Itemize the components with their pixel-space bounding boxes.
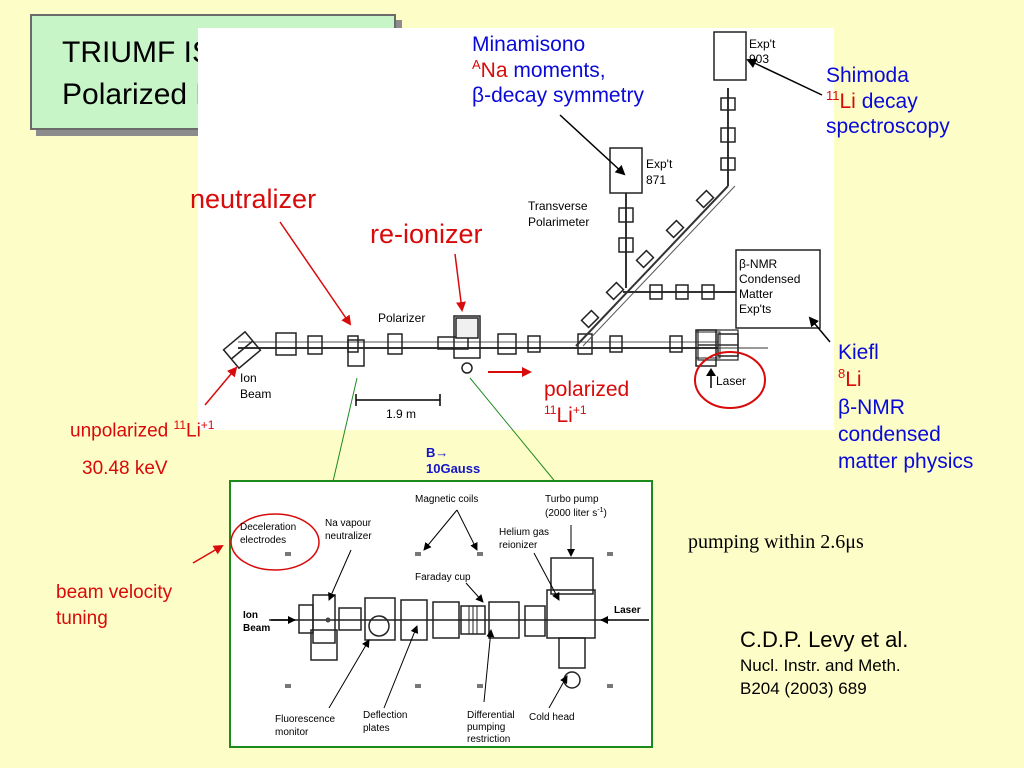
tuning-label: beam velocity tuning (56, 580, 172, 631)
scale-label: 1.9 m (386, 407, 416, 421)
field-line-2: 10Gauss (426, 461, 481, 477)
energy-label: 30.48 keV (82, 458, 168, 479)
na-vapour-label-1: Na vapour (325, 518, 372, 529)
shimoda-name: Shimoda (826, 64, 909, 87)
pumping-note: pumping within 2.6μs (688, 531, 864, 553)
tuning-line-2: tuning (56, 607, 108, 629)
unpolarized-elem: Li (186, 420, 201, 442)
minamisono-block: Minamisono ANa moments, β-decay symmetry (472, 32, 644, 109)
kiefl-line5: matter physics (838, 450, 974, 474)
bnmr-label-2: Condensed (739, 272, 800, 286)
kiefl-name: Kiefl (838, 341, 879, 364)
magnetic-coils-label: Magnetic coils (415, 494, 478, 505)
exp871-label-1: Exp't (646, 157, 673, 171)
polarizer-label: Polarizer (378, 311, 425, 325)
reionizer-label: re-ionizer (370, 219, 483, 249)
neutralizer-label: neutralizer (190, 184, 317, 214)
unpolarized-word: unpolarized (70, 420, 174, 442)
fluor-label-2: monitor (275, 727, 309, 738)
decel-label-2: electrodes (240, 535, 286, 546)
citation-journal: Nucl. Instr. and Meth. (740, 656, 901, 676)
minamisono-rest: moments, (507, 59, 606, 83)
citation-block: C.D.P. Levy et al. Nucl. Instr. and Meth… (740, 627, 908, 699)
citation-authors: C.D.P. Levy et al. (740, 627, 909, 652)
field-line-1: B→ (426, 445, 449, 460)
kiefl-line4: condensed (838, 422, 941, 446)
laser-label: Laser (716, 374, 746, 388)
tuning-line-1: beam velocity (56, 582, 173, 603)
kiefl-line2: 8Li (838, 366, 973, 393)
exp871-label-2: 871 (646, 173, 666, 187)
polarized-label: polarized 11Li+1 (544, 377, 629, 430)
polarized-elem: Li (556, 404, 573, 428)
bnmr-label-3: Matter (739, 287, 773, 301)
shimoda-block: Shimoda 11Li decay spectroscopy (826, 63, 950, 140)
diff-label-3: restriction (467, 734, 510, 745)
helium-label-1: Helium gas (499, 527, 549, 538)
bnmr-label-1: β-NMR (739, 257, 778, 271)
diff-label-1: Differential (467, 710, 515, 721)
cold-head-label: Cold head (529, 712, 575, 723)
unpolarized-label: unpolarized 11Li+1 (70, 418, 214, 443)
exp903-label-1: Exp't (749, 37, 776, 51)
na-vapour-label-2: neutralizer (325, 531, 372, 542)
unpolarized-sup: 11 (173, 418, 186, 432)
deflect-label-2: plates (363, 723, 390, 734)
beamline-ion-label-1: Ion (240, 371, 257, 385)
polarized-sup: 11 (544, 403, 557, 418)
decel-label-1: Deceleration (240, 522, 296, 533)
detail-ion-label-1: Ion (243, 610, 258, 621)
bnmr-label-4: Exp'ts (739, 302, 771, 316)
deflect-label-1: Deflection (363, 710, 407, 721)
kiefl-sup: 8 (838, 366, 846, 382)
kiefl-elem: Li (845, 368, 862, 392)
polarized-species: 11Li+1 (544, 403, 629, 429)
kiefl-line3: β-NMR (838, 395, 905, 419)
minamisono-line2: ANa moments, (472, 57, 644, 83)
shimoda-elem: Li (839, 90, 856, 114)
shimoda-line2: 11Li decay (826, 88, 950, 114)
detail-laser-label: Laser (614, 605, 641, 616)
kiefl-block: Kiefl 8Li β-NMR condensed matter physics (838, 339, 973, 475)
helium-label-2: reionizer (499, 540, 538, 551)
polarized-word: polarized (544, 378, 630, 401)
shimoda-sup: 11 (826, 88, 840, 104)
beamline-diagram: Exp't 903 Exp't 871 Transverse Polarimet… (198, 28, 834, 430)
turbo-label-2: (2000 liter s-1) (545, 507, 607, 519)
transverse-label-2: Polarimeter (528, 215, 589, 229)
turbo-label-1: Turbo pump (545, 494, 599, 505)
minamisono-name: Minamisono (472, 33, 586, 56)
beamline-ion-label-2: Beam (240, 387, 271, 401)
citation-volume: B204 (2003) 689 (740, 678, 867, 698)
fluor-label-1: Fluorescence (275, 714, 335, 725)
field-label: B→ 10Gauss (426, 445, 480, 478)
shimoda-line3: spectroscopy (826, 115, 950, 139)
minamisono-sup: A (472, 57, 481, 73)
minamisono-elem: Na (480, 59, 508, 83)
detail-ion-label-2: Beam (243, 623, 270, 634)
unpolarized-charge: +1 (200, 418, 215, 432)
transverse-label-1: Transverse (528, 199, 588, 213)
detail-diagram: Deceleration electrodes Na vapour neutra… (229, 480, 653, 748)
polarized-charge: +1 (572, 403, 587, 418)
minamisono-line3: β-decay symmetry (472, 84, 644, 108)
faraday-label: Faraday cup (415, 572, 471, 583)
shimoda-rest: decay (855, 90, 918, 114)
diff-label-2: pumping (467, 722, 505, 733)
